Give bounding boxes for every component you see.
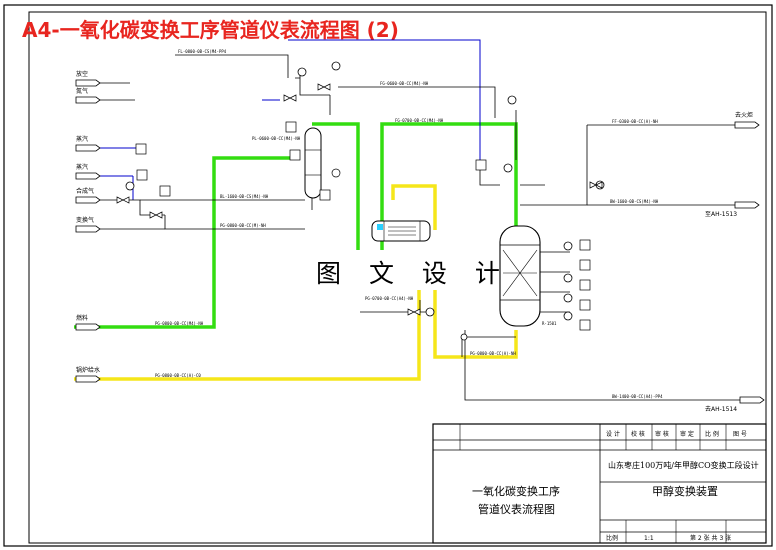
watermark-text: 图 文 设 计 — [316, 259, 510, 288]
line-tag-12: BW-1400-0B-CC(A4)-PP4 — [612, 394, 663, 399]
tb-drawing-name-2: 管道仪表流程图 — [478, 502, 555, 516]
line-tag-13: PL-0600-0B-CC(M4)-NH — [252, 136, 301, 141]
line-tag-11: BW-1600-0B-CS(M4)-NH — [610, 199, 659, 204]
inlet-arrows — [75, 79, 765, 404]
instrument-boxes — [135, 121, 591, 331]
line-tag-14: R-1501 — [542, 321, 557, 326]
valves — [116, 83, 603, 316]
line-tag-3: PG-0800-0B-CC(M)-NH — [220, 223, 266, 228]
tb-sheet: 第 2 张 共 3 张 — [690, 534, 731, 542]
title-block — [432, 423, 767, 544]
line-tag-7: PG-0800-0B-CC(A)-NH — [470, 351, 516, 356]
drawing-border — [3, 4, 773, 547]
tb-drawing-name-1: 一氧化碳变换工序 — [472, 484, 560, 498]
tb-project: 山东枣庄100万吨/年甲醇CO变换工段设计 — [608, 460, 759, 470]
stream-label-to-ah1514: 去AH-1514 — [705, 405, 737, 413]
tb-scale-label: 比例 — [606, 534, 618, 542]
stream-label-fuel: 燃料 — [76, 314, 88, 322]
tb-unit-name: 甲醇变换装置 — [652, 484, 718, 498]
stream-label-to-ah1513: 至AH-1513 — [705, 211, 737, 218]
stream-label-steam-1: 蒸汽 — [76, 135, 88, 143]
stream-label-to-flare: 去火炬 — [735, 111, 753, 119]
stream-label-syngas: 合成气 — [76, 187, 94, 195]
green-process-lines — [74, 122, 518, 329]
tb-header-5: 比 例 — [705, 430, 719, 438]
line-tag-4: PG-0800-0B-CC(M4)-NH — [155, 321, 204, 326]
line-tag-5: PG-0800-0B-CC(A)-C0 — [155, 373, 201, 378]
tb-header-4: 审 定 — [680, 430, 694, 438]
stream-label-boiler-water: 锅炉给水 — [76, 366, 100, 374]
stream-label-vent: 放空 — [76, 70, 88, 78]
yellow-process-lines — [74, 184, 518, 381]
heat-exchanger — [371, 220, 431, 242]
line-tag-8: FG-0600-0B-CC(M4)-NH — [380, 81, 429, 86]
line-tag-6: PG-0700-0B-CC(A4)-NH — [365, 296, 414, 301]
tb-header-6: 图 号 — [733, 431, 747, 438]
instrument-bubbles — [125, 61, 605, 341]
drawing-title: A4-一氧化碳变换工序管道仪表流程图 (2) — [22, 18, 399, 42]
stream-label-steam-2: 蒸汽 — [76, 163, 88, 171]
stream-label-shift-gas: 变换气 — [76, 216, 94, 224]
separator-vessel — [304, 127, 341, 199]
inner-frame — [28, 11, 767, 544]
tb-header-2: 校 核 — [631, 430, 645, 438]
line-tag-9: FG-0700-0B-CC(M4)-NH — [395, 118, 444, 123]
line-tag-2: BL-1600-0B-CS(M4)-NH — [220, 194, 269, 199]
stream-label-nitrogen: 氮气 — [76, 87, 88, 95]
watermark-bg — [308, 256, 468, 290]
tb-header-1: 设 计 — [606, 430, 620, 438]
line-tag-10: FF-0300-0B-CC(A)-NH — [612, 119, 658, 124]
tb-header-3: 审 核 — [655, 430, 669, 438]
shift-reactor — [499, 225, 541, 327]
tb-scale-value: 1:1 — [644, 535, 654, 542]
line-tag-1: FL-0800-0B-CS(M4-PP4 — [178, 49, 227, 54]
